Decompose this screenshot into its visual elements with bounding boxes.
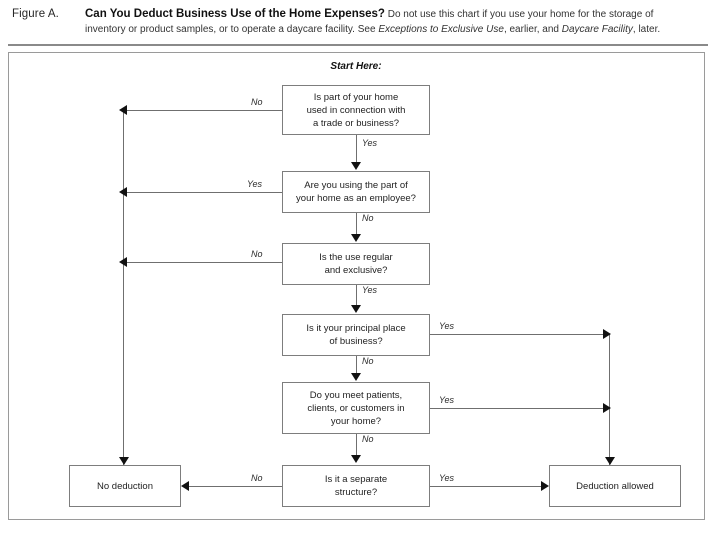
node-q3[interactable]: Is the use regular and exclusive? [282,243,430,285]
edge-q1-no-line [127,110,282,111]
edge-label-q3-no: No [251,249,263,259]
figure-subtext-see: See [357,24,379,35]
edge-q2-yes-arrowhead [119,187,127,197]
edge-q4-no-line [356,356,357,375]
edge-label-q4-yes: Yes [439,321,455,331]
edge-q3-no-line [127,262,282,263]
node-q1-line3: a trade or business? [312,117,400,129]
node-deduction-allowed[interactable]: Deduction allowed [549,465,681,507]
node-q1-line2: used in connection with [306,104,406,116]
edge-label-q3-yes: Yes [362,285,378,295]
edge-q5-no-arrowhead [351,455,361,463]
edge-q1-yes-line [356,135,357,163]
node-q5[interactable]: Do you meet patients, clients, or custom… [282,382,430,434]
node-q2-line2: your home as an employee? [296,193,416,204]
edge-q4-yes-line [430,334,610,335]
figure-title: Can You Deduct Business Use of the Home … [85,8,385,20]
node-q4-line2: of business? [329,336,383,347]
edge-label-q2-yes: Yes [247,179,263,189]
start-here-label: Start Here: [330,61,382,72]
figure-ref-daycare: Daycare Facility [561,24,633,35]
header-divider [8,44,708,46]
figure-title-row: Can You Deduct Business Use of the Home … [85,8,653,20]
edge-q3-yes-arrowhead [351,305,361,313]
edge-label-q1-no: No [251,97,263,107]
node-q5-line1: Do you meet patients, [309,389,403,401]
edge-q5-yes-line [430,408,610,409]
node-q1-line1: Is part of your home [313,91,399,103]
flowchart-frame: Start Here: Is part of your home used in… [8,52,705,520]
node-q5-line3: your home? [330,415,382,427]
node-q3-line1: Is the use regular [319,252,393,263]
right-spine-arrowhead-down [605,457,615,465]
edge-label-q5-yes: Yes [439,395,455,405]
edge-q1-no-arrowhead [119,105,127,115]
node-q4-line1: Is it your principal place [306,323,406,334]
edge-q3-yes-line [356,285,357,307]
left-spine-arrowhead-down [119,457,129,465]
edge-label-q5-no: No [362,434,374,444]
figure-subtext-row: inventory or product samples, or to oper… [85,24,710,35]
left-spine-line [123,110,124,465]
figure-header: Figure A. Can You Deduct Business Use of… [0,0,720,46]
edge-q2-no-line [356,213,357,236]
edge-q6-no-line [189,486,282,487]
edge-q3-no-arrowhead [119,257,127,267]
right-spine-line [609,334,610,465]
edge-label-q4-no: No [362,356,374,366]
edge-label-q2-no: No [362,213,374,223]
edge-q4-yes-arrowhead [603,329,611,339]
node-q3-line2: and exclusive? [324,265,388,276]
edge-q5-no-line [356,434,357,457]
figure-subtext-b: , earlier, and [503,24,562,35]
edge-label-q6-yes: Yes [439,473,455,483]
figure-subtext-c: , later. [632,24,661,35]
node-deduction-allowed-label: Deduction allowed [576,480,654,492]
node-q1[interactable]: Is part of your home used in connection … [282,85,430,135]
edge-q6-yes-line [430,486,541,487]
edge-label-q6-no: No [251,473,263,483]
edge-label-q1-yes: Yes [362,138,378,148]
node-no-deduction[interactable]: No deduction [69,465,181,507]
edge-q4-no-arrowhead [351,373,361,381]
node-no-deduction-label: No deduction [97,480,153,492]
node-q2[interactable]: Are you using the part of your home as a… [282,171,430,213]
edge-q2-yes-line [127,192,282,193]
edge-q5-yes-arrowhead [603,403,611,413]
figure-subtext-a: inventory or product samples, or to oper… [85,24,358,35]
edge-q2-no-arrowhead [351,234,361,242]
edge-q6-no-arrowhead [181,481,189,491]
edge-q6-yes-arrowhead [541,481,549,491]
node-q5-line2: clients, or customers in [307,402,405,414]
figure-intro-text: Do not use this chart if you use your ho… [384,9,654,20]
node-q2-line1: Are you using the part of [304,180,408,191]
node-q4[interactable]: Is it your principal place of business? [282,314,430,356]
node-q6-line2: structure? [334,487,378,498]
figure-label: Figure A. [12,8,59,20]
edge-q1-yes-arrowhead [351,162,361,170]
node-q6[interactable]: Is it a separate structure? [282,465,430,507]
figure-ref-exceptions: Exceptions to Exclusive Use [378,24,504,35]
node-q6-line1: Is it a separate [324,474,388,485]
